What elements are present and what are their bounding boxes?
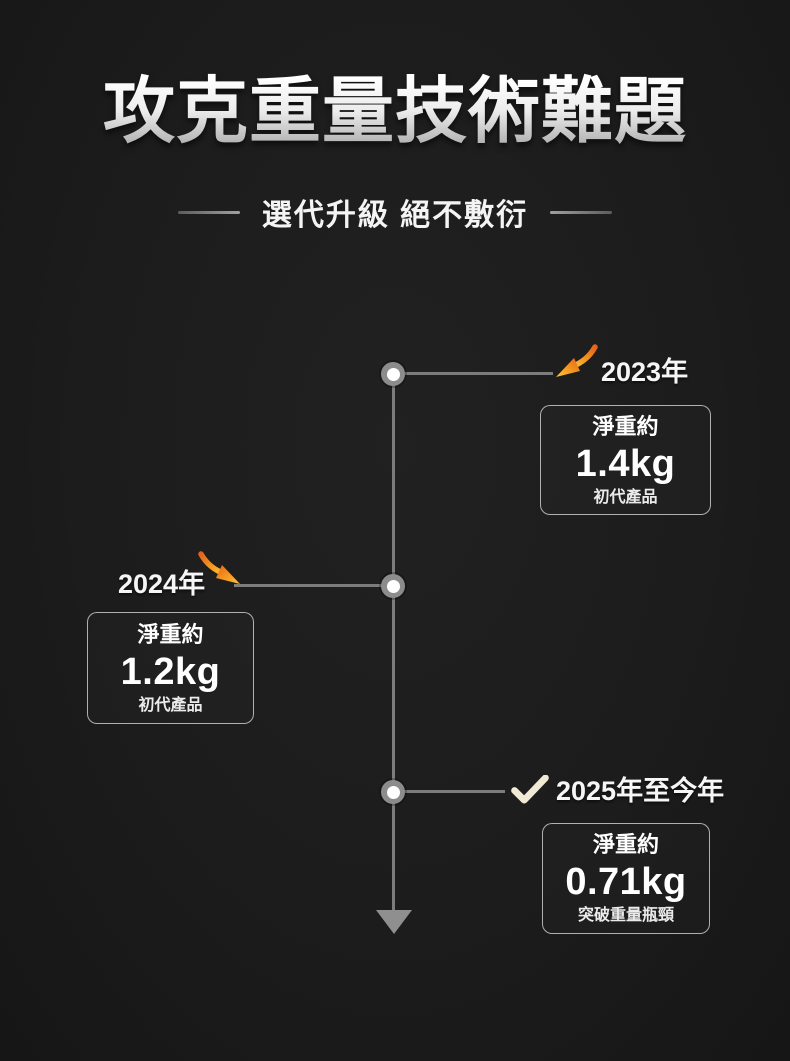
card-note: 初代產品 — [138, 696, 203, 714]
card-value: 0.71kg — [565, 861, 687, 903]
timeline-node-dot-2024 — [381, 574, 405, 598]
page-subtitle: 選代升級 絕不敷衍 — [261, 199, 529, 232]
page-title: 攻克重量技術難題 — [0, 72, 790, 153]
subtitle-divider-left — [177, 210, 240, 214]
spec-card-2025: 淨重約 0.71kg 突破重量瓶頸 — [542, 823, 710, 934]
year-label-2023: 2023年 — [601, 357, 689, 387]
card-note: 初代產品 — [593, 488, 658, 506]
curved-arrow-icon — [556, 344, 598, 377]
spec-card-2023: 淨重約 1.4kg 初代產品 — [540, 405, 711, 515]
card-value: 1.2kg — [120, 650, 221, 693]
timeline-connector-2023 — [403, 372, 553, 375]
card-label: 淨重約 — [592, 413, 659, 439]
year-label-2025: 2025年至今年 — [556, 776, 725, 806]
subtitle-row: 選代升級 絕不敷衍 — [0, 190, 790, 234]
year-label-2024: 2024年 — [118, 569, 206, 599]
card-value: 1.4kg — [575, 442, 676, 485]
checkmark-icon — [511, 775, 549, 804]
timeline-node-dot-2023 — [381, 362, 405, 386]
subtitle-divider-right — [550, 210, 613, 214]
spec-card-2024: 淨重約 1.2kg 初代產品 — [87, 612, 254, 724]
timeline-connector-2024 — [234, 584, 384, 587]
timeline-axis-arrowhead-icon — [376, 910, 412, 934]
curved-arrow-icon — [198, 551, 240, 584]
timeline-connector-2025 — [403, 790, 505, 793]
card-label: 淨重約 — [592, 832, 659, 857]
card-note: 突破重量瓶頸 — [577, 907, 674, 924]
timeline-axis — [392, 374, 395, 911]
card-label: 淨重約 — [137, 621, 204, 647]
timeline-node-dot-2025 — [381, 780, 405, 804]
